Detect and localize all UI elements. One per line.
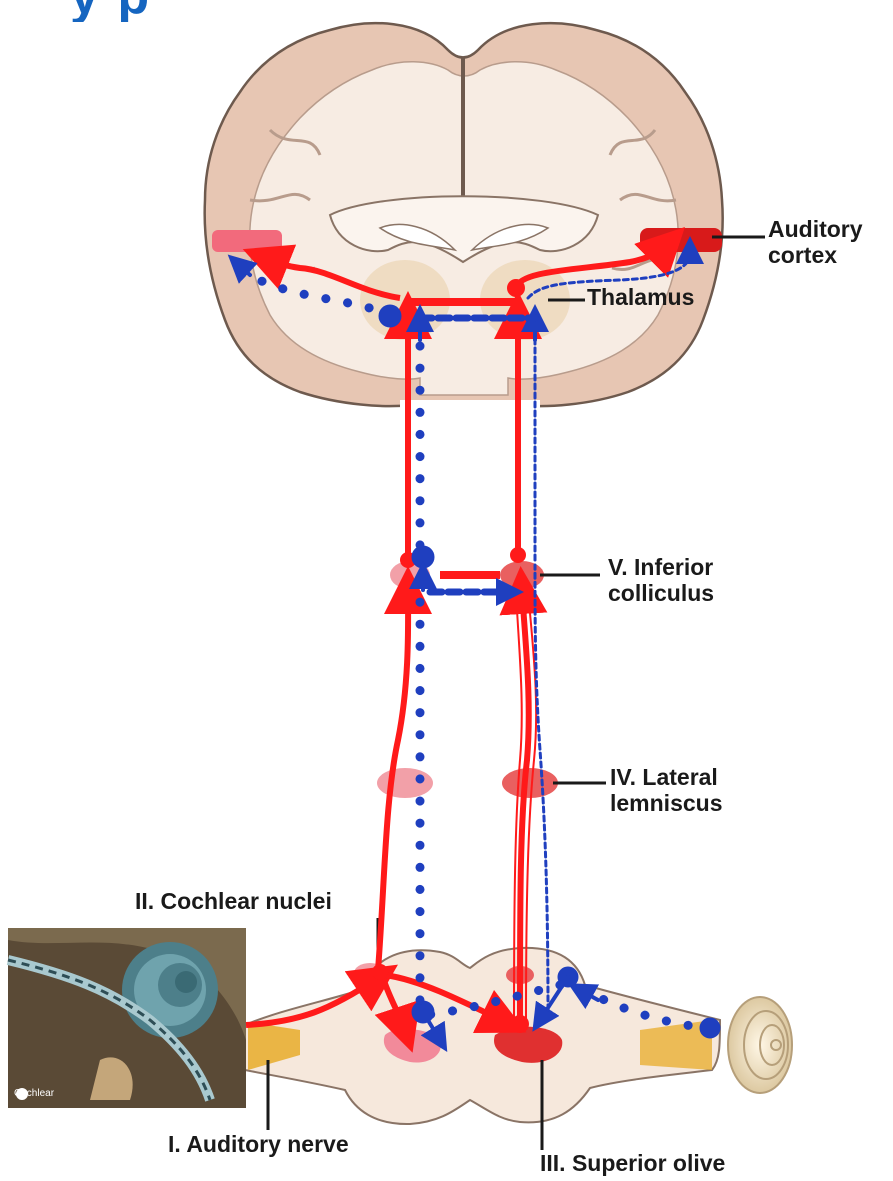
label-lateral-lemniscus-line2: lemniscus [610,790,723,816]
cochlea-inset-illustration [8,928,246,1108]
label-lateral-lemniscus-line1: IV. Lateral [610,764,723,790]
label-auditory-cortex-line1: Auditory [768,216,863,242]
label-cochlear-nuclei: II. Cochlear nuclei [135,888,332,914]
label-lateral-lemniscus: IV. Lateral lemniscus [610,764,723,816]
inset-badge: Cochlear [14,1088,54,1099]
lateral-lemniscus-left [377,768,433,798]
inferior-colliculus-right [500,561,544,589]
label-inferior-colliculus: V. Inferior colliculus [608,554,714,606]
auditory-cortex-left [212,230,282,252]
label-superior-olive: III. Superior olive [540,1150,725,1176]
label-auditory-cortex-line2: cortex [768,242,863,268]
brainstem [377,400,606,1000]
cochlea-shell-icon [728,997,792,1093]
label-auditory-cortex: Auditory cortex [768,216,863,268]
brain-section [205,23,765,420]
label-auditory-nerve: I. Auditory nerve [168,1131,349,1157]
auditory-cortex-right [640,228,722,252]
label-inferior-colliculus-line2: colliculus [608,580,714,606]
lateral-lemniscus-right [502,768,558,798]
label-thalamus: Thalamus [587,284,694,310]
label-inferior-colliculus-line1: V. Inferior [608,554,714,580]
